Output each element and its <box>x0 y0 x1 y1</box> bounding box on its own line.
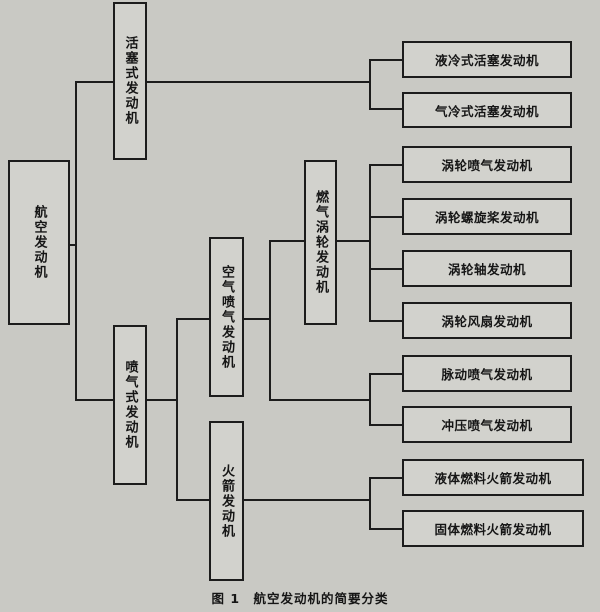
node-label: 燃气涡轮发动机 <box>313 190 328 295</box>
node-piston-engine: 活塞式发动机 <box>113 2 147 160</box>
connector-to-leaf-10 <box>369 528 403 530</box>
node-label: 航空发动机 <box>31 205 47 280</box>
connector-gas-turbine-branch <box>369 164 371 322</box>
leaf-ramjet: 冲压喷气发动机 <box>402 406 572 443</box>
connector-to-piston <box>75 81 114 83</box>
figure-caption: 图 1 航空发动机的简要分类 <box>211 591 389 606</box>
connector-root-trunk <box>75 81 77 401</box>
leaf-pulsejet: 脉动喷气发动机 <box>402 355 572 392</box>
connector-airbreathing-out <box>242 318 270 320</box>
connector-rocket-branch <box>369 477 371 530</box>
node-gas-turbine-engine: 燃气涡轮发动机 <box>304 160 337 325</box>
connector-to-leaf-7 <box>369 373 403 375</box>
connector-piston-branch <box>369 59 371 110</box>
leaf-solid-rocket: 固体燃料火箭发动机 <box>402 510 584 547</box>
node-rocket-engine: 火箭发动机 <box>209 421 244 581</box>
connector-root-out <box>68 244 76 246</box>
leaf-air-cooled-piston: 气冷式活塞发动机 <box>402 92 572 128</box>
connector-to-leaf-9 <box>369 477 403 479</box>
connector-to-rocket <box>176 499 210 501</box>
node-label: 空气喷气发动机 <box>219 264 234 370</box>
connector-to-leaf-8 <box>369 424 403 426</box>
node-label: 喷气式发动机 <box>122 360 138 450</box>
leaf-turbofan: 涡轮风扇发动机 <box>402 302 572 339</box>
connector-airbreathing-trunk <box>269 240 271 401</box>
connector-to-leaf-6 <box>369 320 403 322</box>
connector-airbreathing-lower <box>269 399 369 401</box>
connector-to-leaf-4 <box>369 216 403 218</box>
node-label: 活塞式发动机 <box>122 36 138 126</box>
node-label: 火箭发动机 <box>219 463 234 539</box>
connector-rocket-out <box>242 499 370 501</box>
leaf-turboprop: 涡轮螺旋桨发动机 <box>402 198 572 235</box>
leaf-liquid-rocket: 液体燃料火箭发动机 <box>402 459 584 496</box>
connector-pulse-ramjet-branch <box>369 373 371 426</box>
leaf-turbojet: 涡轮喷气发动机 <box>402 146 572 183</box>
connector-to-airbreathing <box>176 318 210 320</box>
connector-to-leaf-2 <box>369 108 403 110</box>
connector-to-leaf-5 <box>369 268 403 270</box>
connector-gas-turbine-out <box>335 240 370 242</box>
leaf-liquid-cooled-piston: 液冷式活塞发动机 <box>402 41 572 78</box>
leaf-turboshaft: 涡轮轴发动机 <box>402 250 572 287</box>
node-airbreathing-jet-engine: 空气喷气发动机 <box>209 237 244 397</box>
node-jet-engine: 喷气式发动机 <box>113 325 147 485</box>
connector-to-leaf-3 <box>369 164 403 166</box>
connector-jet-out <box>145 399 177 401</box>
connector-to-leaf-1 <box>369 59 403 61</box>
connector-to-jet <box>75 399 114 401</box>
connector-piston-out <box>145 81 370 83</box>
connector-jet-trunk <box>176 318 178 501</box>
node-aero-engine: 航空发动机 <box>8 160 70 325</box>
connector-to-gas-turbine <box>269 240 305 242</box>
